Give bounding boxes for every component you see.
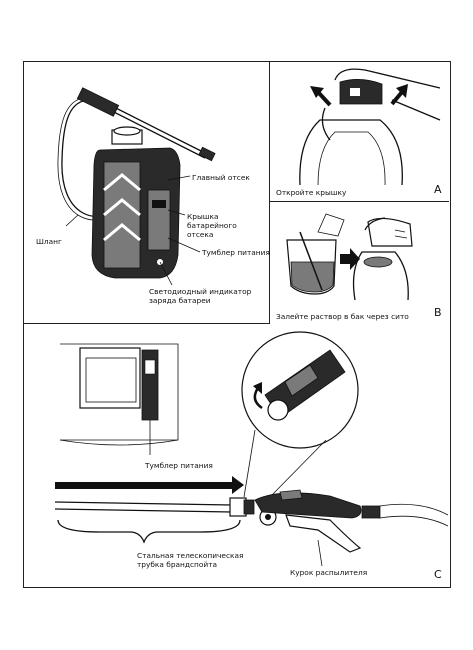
- panel-letter-a: A: [434, 183, 442, 196]
- label-hose: Шланг: [36, 237, 62, 246]
- spray-lance-icon: [54, 489, 449, 553]
- label-led-line2: заряда батареи: [149, 296, 211, 305]
- beaker-icon: [286, 213, 345, 295]
- panel-letter-b: B: [434, 306, 442, 319]
- label-trigger: Курок распылителя: [290, 568, 368, 577]
- label-battery-cover-line1: Крышка: [187, 212, 219, 221]
- label-battery-cover: Крышка батарейного отсека: [187, 212, 237, 239]
- page-frame: [23, 61, 451, 588]
- label-lance: Стальная телескопическая трубка брандспо…: [137, 551, 243, 569]
- backpack-sprayer-icon: [57, 87, 216, 279]
- label-led-indicator: Светодиодный индикатор заряда батареи: [149, 287, 251, 305]
- label-power-switch: Тумблер питания: [202, 248, 270, 257]
- arrow-right-icon: [340, 248, 360, 270]
- label-led-line1: Светодиодный индикатор: [149, 287, 252, 296]
- label-battery-cover-line2: батарейного: [187, 221, 237, 230]
- switch-detail: [59, 343, 179, 455]
- lance-brace: [57, 519, 241, 544]
- leader-lines: [65, 175, 201, 286]
- label-power-switch-detail: Тумблер питания: [145, 461, 213, 470]
- label-lance-line2: трубка брандспойта: [137, 560, 218, 569]
- tank-lid-icon: [299, 68, 441, 186]
- label-main-compartment: Главный отсек: [192, 173, 250, 182]
- label-fill-tank: Залейте раствор в бак через сито: [276, 312, 409, 321]
- trigger-detail: [241, 331, 359, 498]
- direction-arrow-icon: [55, 476, 244, 494]
- panel-letter-c: C: [434, 568, 442, 581]
- label-lance-line1: Стальная телескопическая: [137, 551, 244, 560]
- rotate-arrow-icon: [253, 382, 263, 410]
- label-battery-cover-line3: отсека: [187, 230, 214, 239]
- panel-main-divider: [23, 61, 270, 324]
- funnel-tank-icon: [352, 217, 413, 301]
- label-open-lid: Откройте крышку: [276, 188, 347, 197]
- panel-a-divider: [269, 61, 449, 202]
